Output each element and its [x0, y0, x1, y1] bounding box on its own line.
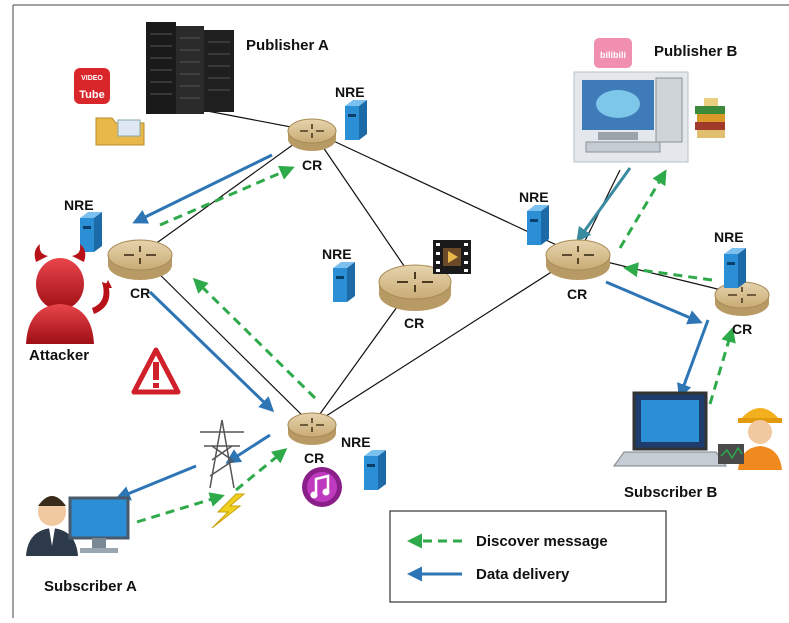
discover-arrows [136, 165, 736, 524]
delivery-arrow [148, 290, 275, 413]
video-app-icon: VIDEO Tube [74, 68, 110, 104]
warning-icon [131, 347, 181, 395]
router-bottom [287, 412, 337, 445]
frame [12, 4, 789, 618]
cr-label-center: CR [404, 315, 424, 331]
router-top [287, 118, 337, 151]
transmission-tower-icon [200, 419, 244, 489]
attacker-devil-icon [26, 244, 112, 344]
nre-server-icon [724, 248, 746, 288]
delivery-arrow [225, 433, 271, 464]
lightning-icon [211, 493, 246, 529]
svg-text:VIDEO: VIDEO [81, 75, 103, 82]
music-icon [302, 467, 342, 507]
discover-arrow [235, 448, 288, 492]
delivery-arrow [605, 280, 703, 325]
discover-arrow [192, 277, 317, 400]
discover-arrow [136, 492, 225, 524]
books-icon [695, 98, 725, 138]
legend-delivery-label: Data delivery [476, 566, 570, 583]
data-delivery-arrows [115, 153, 710, 501]
discover-arrow [618, 169, 667, 249]
laptop-icon [613, 391, 727, 467]
nre-server-icon [345, 100, 367, 140]
nre-label-right: NRE [519, 189, 549, 205]
nre-server-icon [333, 262, 355, 302]
cr-label-far-right: CR [732, 321, 752, 337]
network-links [139, 109, 743, 426]
server-rack-icon [146, 22, 234, 114]
nre-label-far-right: NRE [714, 229, 744, 245]
bilibili-icon: bilibili [594, 38, 632, 68]
nre-server-icon [364, 450, 386, 490]
nre-label-center: NRE [322, 246, 352, 262]
folder-icon [95, 117, 145, 146]
nre-label-bottom: NRE [341, 434, 371, 450]
nre-server-icon [527, 205, 549, 245]
discover-arrow [708, 327, 736, 405]
subscriber-a-label: Subscriber A [44, 578, 137, 595]
cr-label-bottom: CR [304, 450, 324, 466]
nre-server-icon [80, 212, 102, 252]
cr-label-right: CR [567, 286, 587, 302]
nre-label-top: NRE [335, 84, 365, 100]
delivery-arrow [677, 319, 710, 399]
delivery-arrow [576, 167, 632, 243]
legend-discover-label: Discover message [476, 533, 608, 550]
publisher-a-label: Publisher A [246, 37, 329, 54]
svg-text:Tube: Tube [79, 89, 104, 101]
router-left [107, 239, 173, 280]
delivery-arrow [115, 464, 197, 501]
desktop-computer-icon [573, 71, 689, 163]
user-computer-icon [26, 496, 130, 556]
router-far-right [714, 281, 770, 316]
film-icon [433, 240, 471, 274]
cr-label-left: CR [130, 285, 150, 301]
engineer-icon [718, 408, 782, 470]
router-right [545, 239, 611, 280]
subscriber-b-label: Subscriber B [624, 484, 718, 501]
cr-label-top: CR [302, 157, 322, 173]
legend: Discover message Data delivery [389, 510, 667, 603]
publisher-b-label: Publisher B [654, 43, 738, 60]
delivery-arrow [132, 153, 273, 224]
discover-arrow [159, 165, 295, 227]
nre-label-left: NRE [64, 197, 94, 213]
svg-text:bilibili: bilibili [600, 50, 626, 60]
attacker-label: Attacker [29, 347, 89, 364]
